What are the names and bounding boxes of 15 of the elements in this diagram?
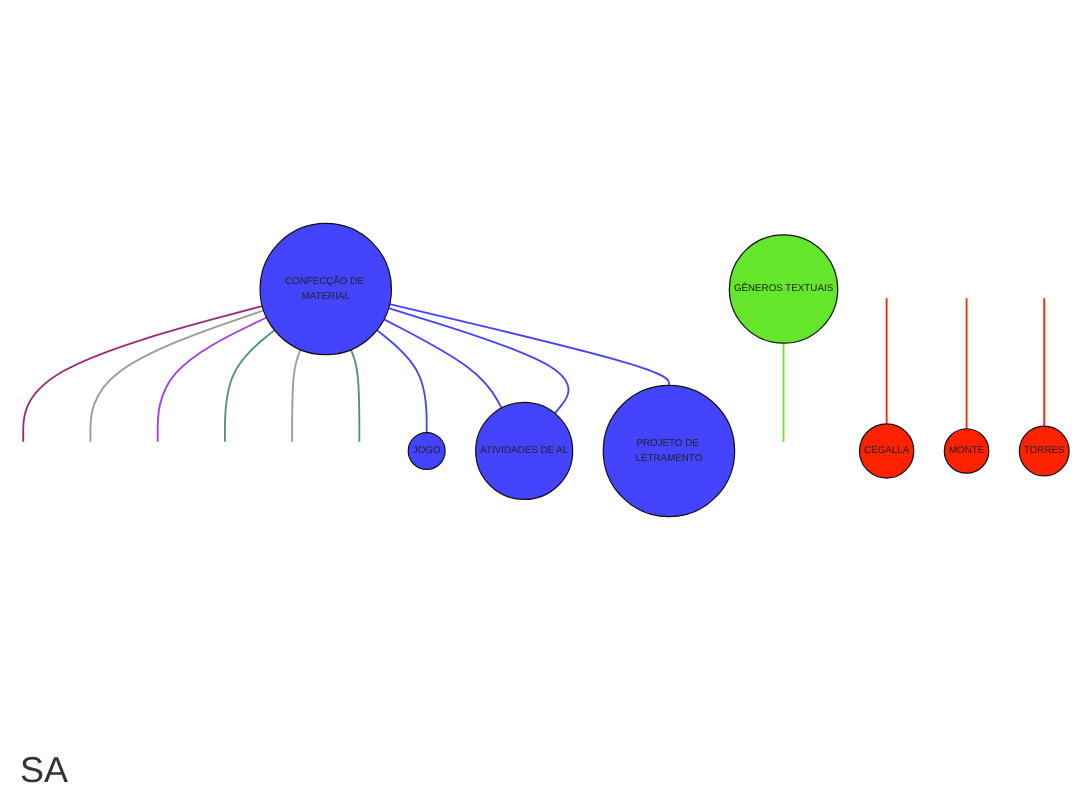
- connector-line: [224, 329, 276, 443]
- connector-line: [383, 318, 503, 409]
- connector-line: [885, 297, 888, 425]
- connector-line: [22, 305, 264, 443]
- connector-line: [350, 348, 361, 443]
- connector-line: [782, 342, 785, 443]
- connector-line: [1043, 297, 1046, 428]
- connector-line: [89, 309, 265, 443]
- connector-line: [387, 307, 570, 415]
- node-label: SA: [20, 750, 69, 790]
- connector-line: [376, 329, 428, 434]
- connector-line: [156, 316, 268, 443]
- connector-line: [965, 297, 968, 430]
- connector-line: [388, 303, 670, 387]
- connector-line: [291, 348, 302, 443]
